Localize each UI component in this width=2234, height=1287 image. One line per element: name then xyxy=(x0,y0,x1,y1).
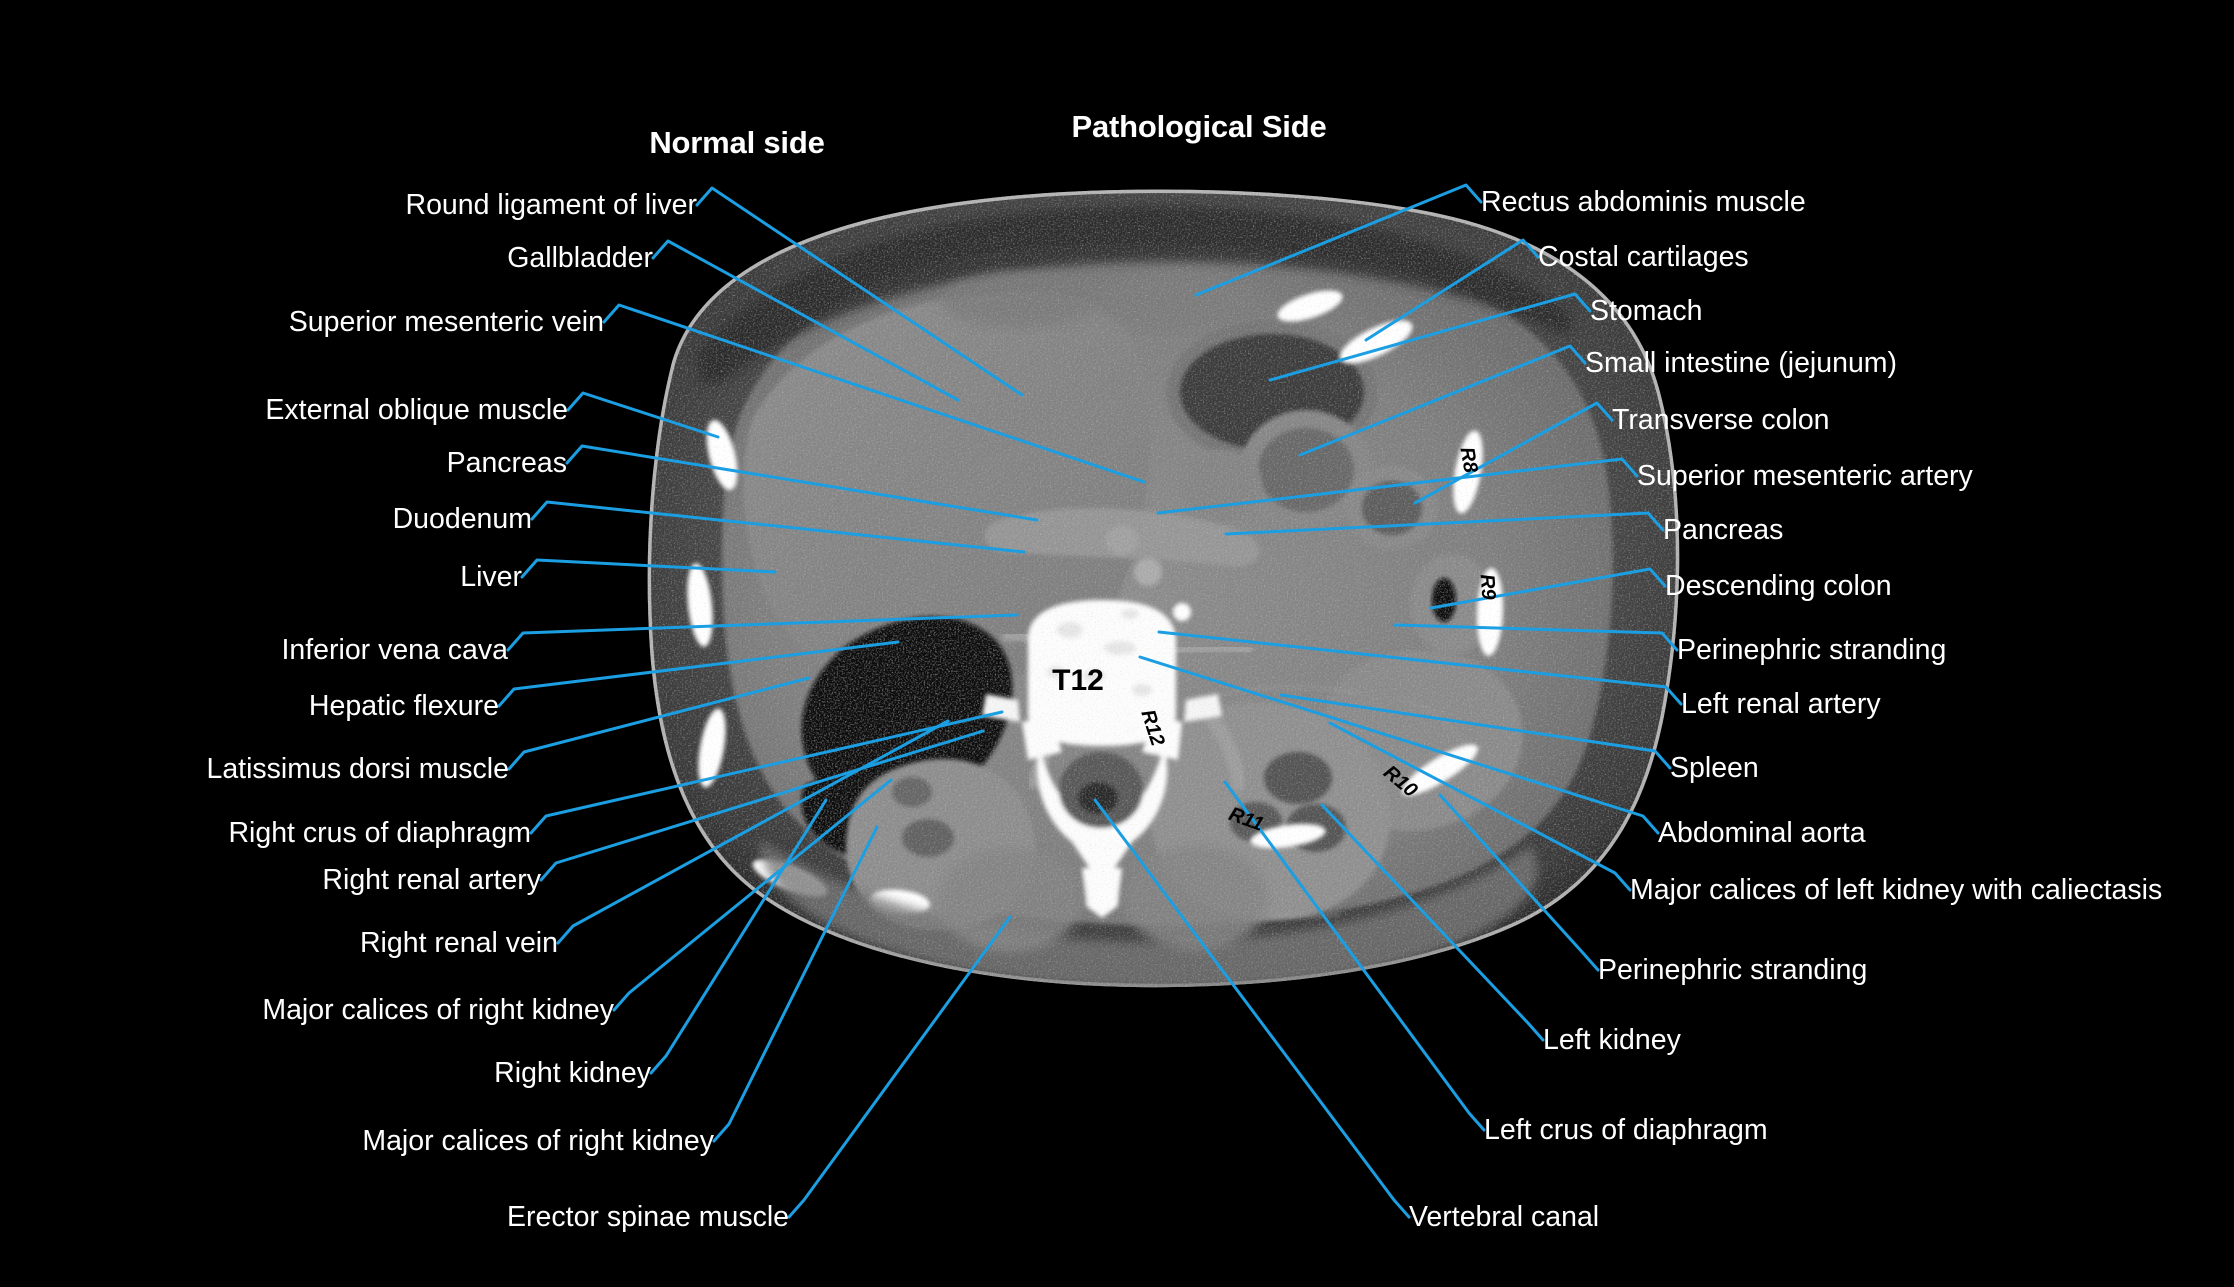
image-tag-r9: R9 xyxy=(1475,573,1500,601)
header-pathological-side: Pathological Side xyxy=(1071,109,1327,144)
annotation-label-perinephric-stranding: Perinephric stranding xyxy=(1677,634,1947,666)
image-tag-r12: R12 xyxy=(1136,706,1169,749)
annotation-label-gallbladder: Gallbladder xyxy=(507,242,653,274)
annotation-label-left-kidney: Left kidney xyxy=(1543,1024,1681,1056)
annotation-label-stomach: Stomach xyxy=(1590,295,1703,327)
annotation-label-left-renal-artery: Left renal artery xyxy=(1681,688,1881,720)
annotation-label-abdominal-aorta: Abdominal aorta xyxy=(1658,817,1866,849)
annotation-label-perinephric-stranding: Perinephric stranding xyxy=(1598,954,1868,986)
image-tag-r8: R8 xyxy=(1455,445,1482,475)
annotation-label-duodenum: Duodenum xyxy=(392,503,532,535)
annotation-label-vertebral-canal: Vertebral canal xyxy=(1409,1201,1600,1233)
annotation-label-major-calices-of-left-kidney-with-caliectasis: Major calices of left kidney with caliec… xyxy=(1630,874,2163,906)
annotation-label-superior-mesenteric-artery: Superior mesenteric artery xyxy=(1637,460,1973,492)
image-tag-r10: R10 xyxy=(1379,761,1422,802)
annotation-label-inferior-vena-cava: Inferior vena cava xyxy=(281,634,508,666)
annotation-label-hepatic-flexure: Hepatic flexure xyxy=(308,690,499,722)
annotation-label-small-intestine-jejunum: Small intestine (jejunum) xyxy=(1585,347,1898,379)
annotation-label-right-renal-vein: Right renal vein xyxy=(359,927,558,959)
annotation-label-right-crus-of-diaphragm: Right crus of diaphragm xyxy=(228,817,531,849)
annotation-label-major-calices-of-right-kidney: Major calices of right kidney xyxy=(362,1125,714,1157)
annotation-label-major-calices-of-right-kidney: Major calices of right kidney xyxy=(262,994,614,1026)
image-tag-r11: R11 xyxy=(1225,803,1267,836)
annotation-label-external-oblique-muscle: External oblique muscle xyxy=(265,394,568,426)
annotation-label-rectus-abdominis-muscle: Rectus abdominis muscle xyxy=(1481,186,1806,218)
annotation-label-round-ligament-of-liver: Round ligament of liver xyxy=(405,189,698,221)
annotation-label-left-crus-of-diaphragm: Left crus of diaphragm xyxy=(1484,1114,1768,1146)
annotation-label-costal-cartilages: Costal cartilages xyxy=(1538,241,1749,273)
annotation-label-superior-mesenteric-vein: Superior mesenteric vein xyxy=(288,306,604,338)
annotation-label-pancreas: Pancreas xyxy=(446,447,567,479)
annotation-label-latissimus-dorsi-muscle: Latissimus dorsi muscle xyxy=(206,753,509,785)
annotation-label-transverse-colon: Transverse colon xyxy=(1612,404,1830,436)
annotation-label-erector-spinae-muscle: Erector spinae muscle xyxy=(507,1201,789,1233)
annotation-label-descending-colon: Descending colon xyxy=(1665,570,1892,602)
image-tag-t12: T12 xyxy=(1052,664,1104,697)
header-normal-side: Normal side xyxy=(649,125,825,160)
annotation-label-liver: Liver xyxy=(460,561,522,593)
annotation-label-right-kidney: Right kidney xyxy=(494,1057,651,1089)
annotation-label-right-renal-artery: Right renal artery xyxy=(322,864,541,896)
annotation-label-pancreas: Pancreas xyxy=(1663,514,1784,546)
annotation-label-spleen: Spleen xyxy=(1670,752,1759,784)
